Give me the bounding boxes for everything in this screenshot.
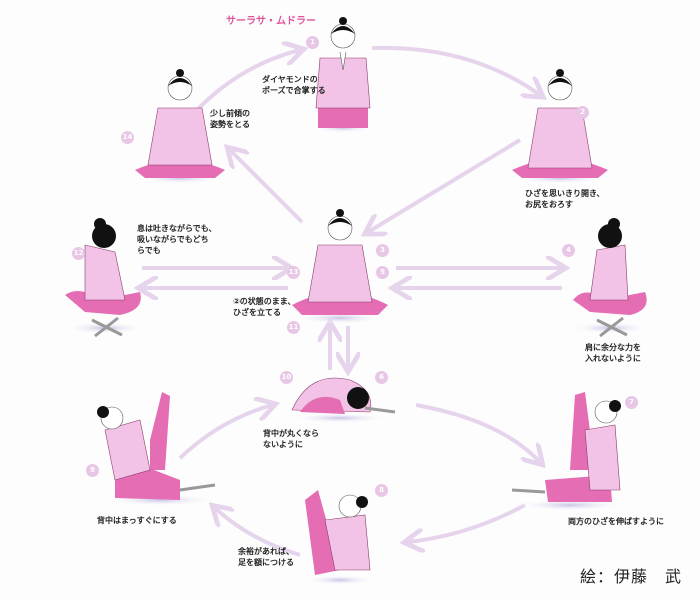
figure-2-seated-open-knees (512, 69, 608, 184)
caption-step-8: 余裕があれば、 足を額につける (238, 547, 294, 567)
caption-step-4: 肩に余分な力を 入れないように (585, 343, 641, 363)
step-badge-10: 10 (280, 371, 293, 384)
step-badge-14: 14 (121, 131, 134, 144)
arrow-14-to-1 (193, 50, 300, 114)
step-badge-7: 7 (625, 396, 638, 409)
figure-8-leg-to-forehead (305, 490, 375, 585)
caption-step-14: 少し前傾の 姿勢をとる (210, 109, 250, 129)
step-badge-2: 2 (576, 106, 589, 119)
figure-9-leg-raise-left (97, 392, 216, 506)
step-badge-8: 8 (375, 484, 388, 497)
caption-step-6: 背中が丸くなら ないように (263, 429, 319, 449)
figure-1-kneeling-prayer (313, 17, 373, 133)
arrow-13-to-14 (230, 150, 304, 224)
arrow-8-to-9 (215, 508, 301, 557)
caption-step-12: 息は吐きながらでも、 吸いながらでもどち らでも (137, 224, 217, 255)
step-badge-1: 1 (306, 36, 319, 49)
arrow-6-to-7 (415, 403, 540, 462)
caption-step-7: 両方のひざを伸ばすように (568, 517, 664, 526)
figure-12-crossed-legs-left (65, 218, 145, 338)
caption-step-11: ②の状態のまま、 ひざを立てる (233, 297, 296, 317)
caption-step-2: ひざを思いきり開き、 お尻をおろす (525, 189, 605, 209)
sequence-title: サーラサ・ムドラー (226, 16, 316, 27)
step-badge-5: 5 (376, 266, 389, 279)
illustrator-credit: 絵：伊藤 武 (580, 567, 683, 586)
step-badge-11: 11 (287, 321, 300, 334)
figure-3-center-seated (292, 209, 388, 324)
caption-step-9: 背中はまっすぐにする (97, 516, 177, 525)
figure-7-leg-raise-right (511, 392, 625, 511)
figure-4-crossed-legs-right (570, 218, 650, 338)
figure-14-seated-lean (135, 69, 225, 184)
caption-step-1: ダイヤモンドの ポーズで合掌する (262, 75, 326, 95)
step-badge-4: 4 (562, 244, 575, 257)
step-badge-6: 6 (375, 371, 388, 384)
arrow-2-to-3 (368, 138, 522, 232)
arrow-9-to-10 (178, 405, 272, 460)
arrow-1-to-2 (371, 45, 540, 95)
step-badge-9: 9 (86, 464, 99, 477)
figure-6-10-forward-fold (290, 377, 396, 423)
step-badge-13: 13 (287, 266, 300, 279)
arrow-7-to-8 (408, 503, 526, 542)
step-badge-3: 3 (376, 244, 389, 257)
step-badge-12: 12 (72, 247, 85, 260)
